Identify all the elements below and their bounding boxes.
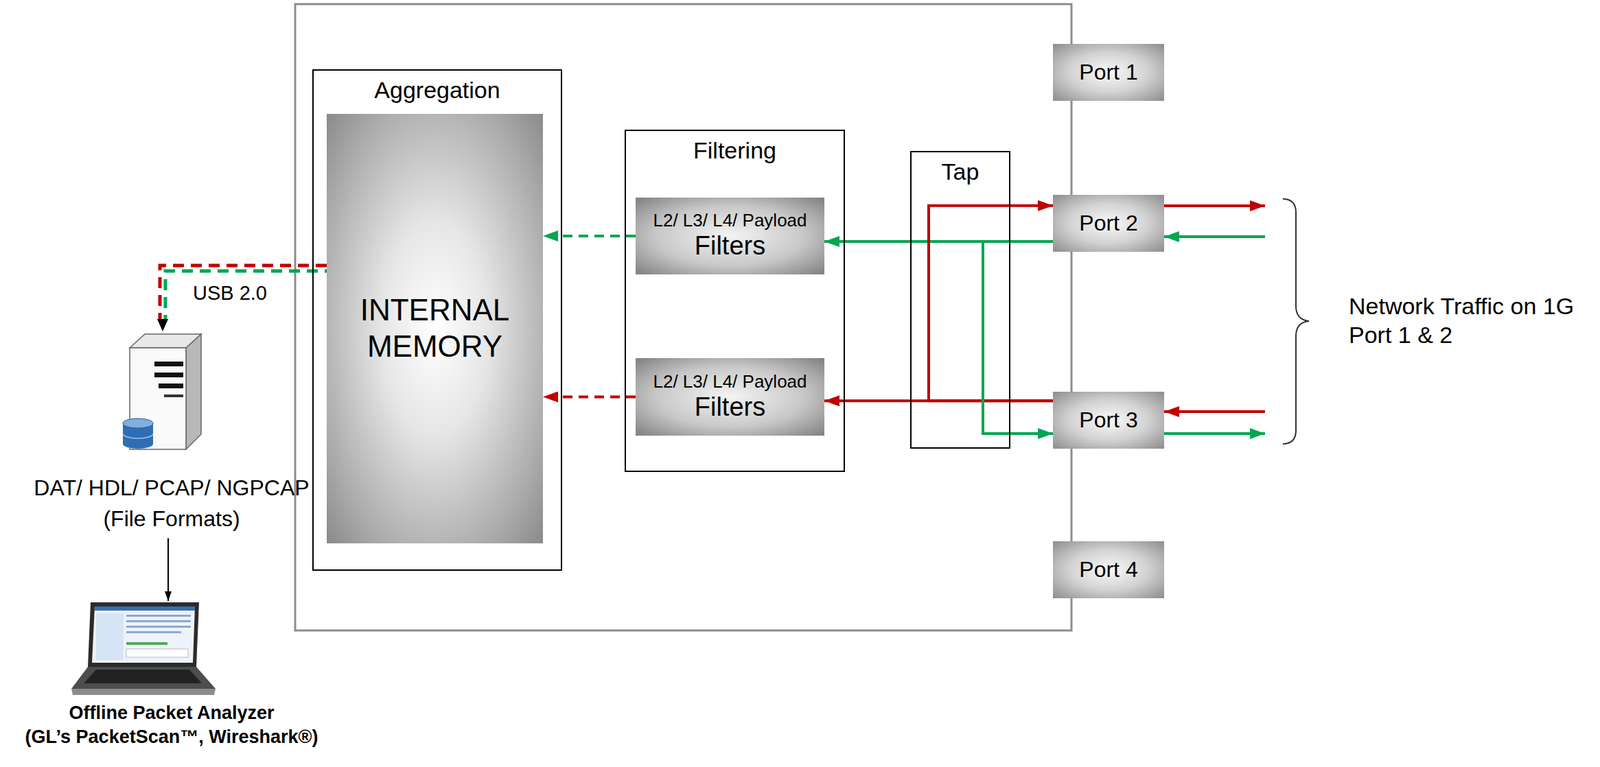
tap-connector bbox=[928, 205, 1053, 402]
file-formats-note: (File Formats) bbox=[17, 503, 327, 535]
tap-connector bbox=[982, 241, 1053, 434]
section-heading: Tap bbox=[911, 157, 1010, 187]
filter-layers: L2/ L3/ L4/ Payload bbox=[652, 372, 807, 393]
filter-block: L2/ L3/ L4/ PayloadFilters bbox=[635, 358, 825, 436]
filter-block: L2/ L3/ L4/ PayloadFilters bbox=[635, 197, 825, 275]
analyzer-tools: (GL’s PacketScan™, Wireshark®) bbox=[17, 725, 327, 750]
connector-label: USB 2.0 bbox=[192, 281, 268, 306]
drive-slot bbox=[154, 361, 184, 367]
port-box: Port 4 bbox=[1052, 541, 1165, 599]
port-box: Port 2 bbox=[1052, 194, 1165, 252]
memory-block: INTERNAL MEMORY bbox=[326, 113, 543, 544]
window-row bbox=[126, 625, 191, 629]
screen-frame bbox=[87, 602, 200, 668]
server-side bbox=[186, 334, 202, 450]
laptop-edge bbox=[71, 689, 216, 696]
filter-layers: L2/ L3/ L4/ Payload bbox=[652, 210, 807, 232]
keyboard bbox=[83, 669, 202, 684]
window-panel bbox=[96, 613, 124, 661]
usb-connector bbox=[159, 265, 327, 332]
screen bbox=[91, 606, 195, 664]
file-formats: DAT/ HDL/ PCAP/ NGPCAP bbox=[17, 472, 327, 504]
analyzer-name: Offline Packet Analyzer bbox=[17, 701, 327, 726]
traffic-arrow bbox=[1164, 235, 1266, 239]
database-top bbox=[122, 418, 154, 429]
filter-title: Filters bbox=[694, 392, 766, 423]
window-row bbox=[126, 620, 191, 623]
window-bar bbox=[94, 606, 195, 611]
connector-line bbox=[165, 271, 327, 320]
laptop-base bbox=[71, 667, 216, 690]
packet-analyzer: Offline Packet Analyzer(GL’s PacketScan™… bbox=[17, 601, 327, 750]
connector-line bbox=[982, 241, 1053, 434]
database-ring bbox=[122, 433, 154, 439]
connector-line bbox=[167, 538, 169, 602]
window-row bbox=[126, 642, 168, 646]
connector-line bbox=[162, 310, 164, 332]
port-label: Port 1 bbox=[1079, 59, 1138, 86]
filtering-box: FilteringL2/ L3/ L4/ PayloadFiltersL2/ L… bbox=[624, 129, 845, 473]
aggregation-box: AggregationINTERNAL MEMORY bbox=[312, 69, 563, 572]
port-label: Port 4 bbox=[1079, 556, 1138, 583]
server-illustration bbox=[120, 331, 204, 454]
traffic-arrow bbox=[1164, 204, 1266, 208]
window-row bbox=[126, 631, 182, 634]
connector-line bbox=[928, 205, 1053, 402]
section-heading: Aggregation bbox=[313, 76, 561, 105]
drive-slot bbox=[158, 383, 184, 389]
drive-slot bbox=[154, 372, 184, 378]
window-row bbox=[126, 615, 191, 618]
device-housing bbox=[295, 4, 1072, 631]
traffic-arrow bbox=[1164, 432, 1266, 436]
connector-line bbox=[542, 234, 636, 238]
section-heading: Filtering bbox=[625, 136, 844, 165]
tap-box: Tap bbox=[910, 151, 1011, 449]
window-pane bbox=[126, 649, 189, 658]
port-box: Port 3 bbox=[1052, 391, 1165, 449]
curly-bracket bbox=[1282, 199, 1309, 445]
port-box: Port 1 bbox=[1052, 43, 1165, 101]
filtered-connector bbox=[542, 396, 636, 398]
connector-line bbox=[542, 396, 636, 399]
port-label: Port 3 bbox=[1079, 407, 1138, 434]
drive-slot bbox=[164, 394, 184, 398]
filter-title: Filters bbox=[694, 231, 766, 262]
traffic-arrow bbox=[1164, 410, 1266, 414]
memory-label: INTERNAL MEMORY bbox=[334, 292, 535, 366]
port-label: Port 2 bbox=[1079, 210, 1138, 237]
filtered-connector bbox=[542, 236, 636, 237]
laptop-illustration bbox=[71, 601, 217, 698]
export-connector bbox=[168, 538, 169, 602]
traffic-note: Network Traffic on 1G Port 1 & 2 bbox=[1348, 291, 1596, 350]
connector-line bbox=[159, 265, 327, 320]
file-store: DAT/ HDL/ PCAP/ NGPCAP(File Formats) bbox=[17, 331, 327, 535]
